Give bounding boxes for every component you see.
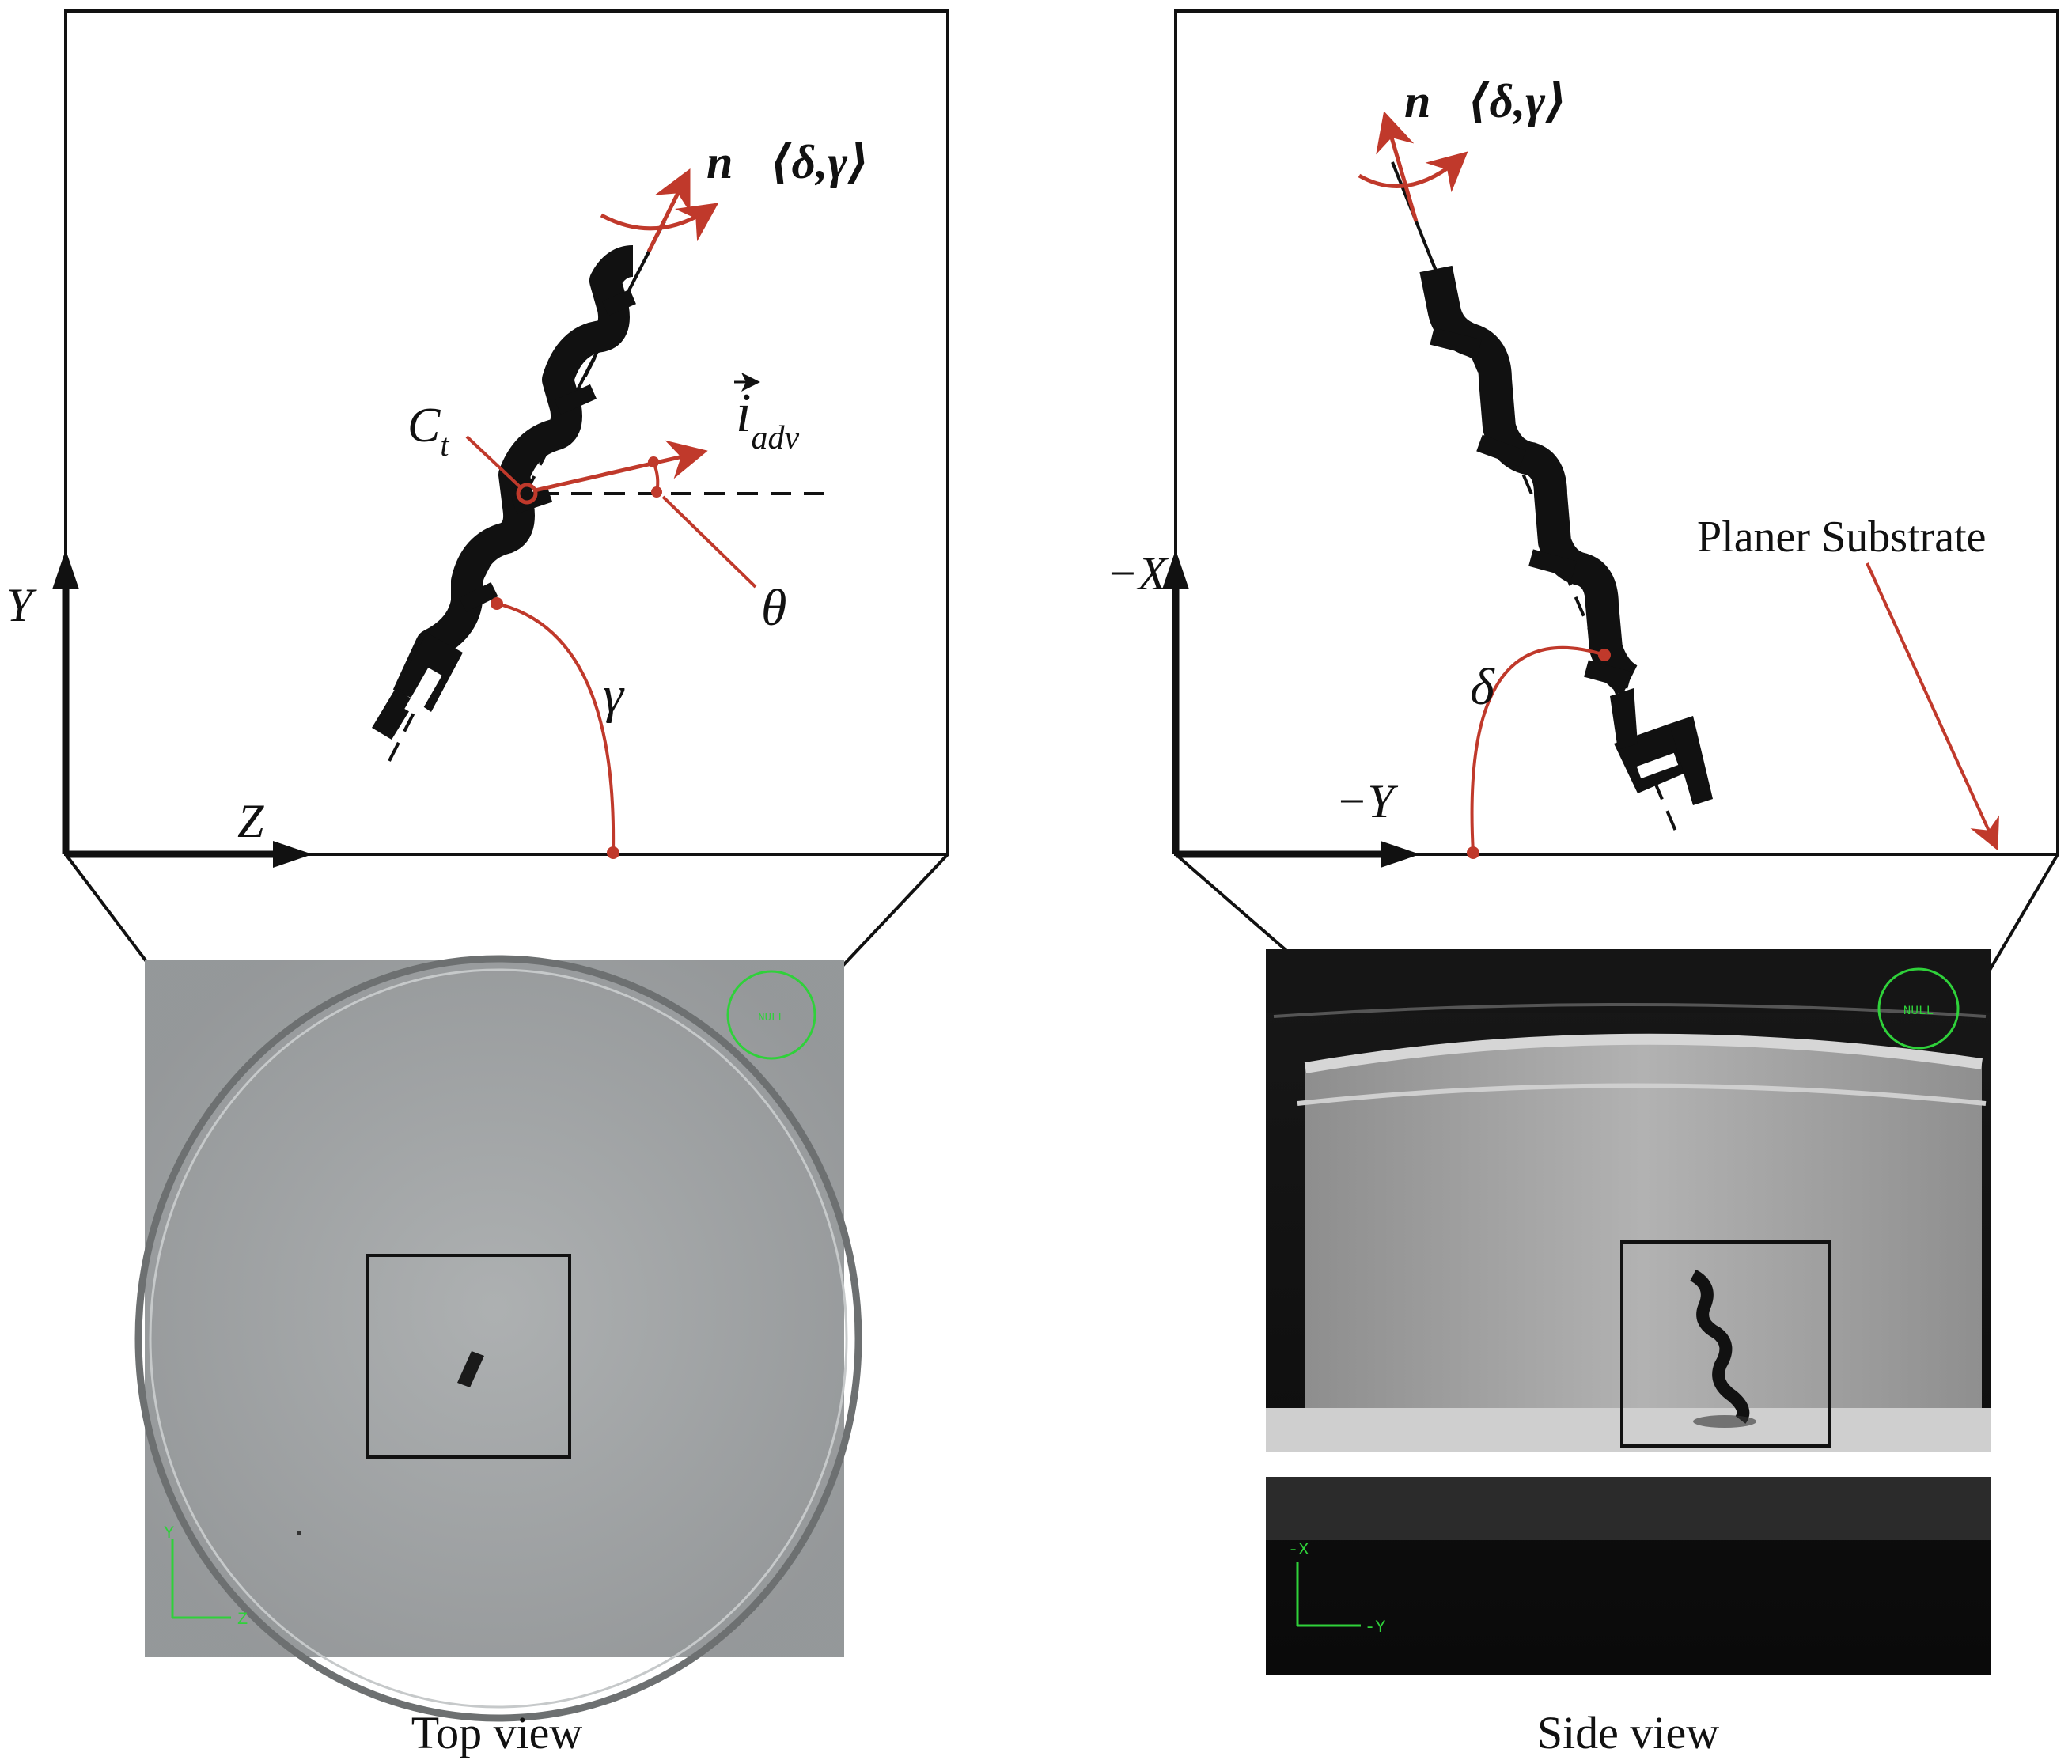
theta-point: [651, 486, 662, 498]
side-view-photo: NULL -X -Y: [1266, 949, 1991, 1675]
y-axis-label: Y: [6, 579, 37, 631]
photo-top-axis-y: Y: [164, 1524, 174, 1543]
photo-top-axis-z: Z: [237, 1610, 248, 1630]
rotation-arrow: [600, 203, 719, 242]
delta-end-point: [1467, 846, 1479, 859]
neg-x-axis-label: −X: [1106, 547, 1169, 600]
normal-vector-arrow: [646, 168, 691, 253]
neg-y-axis-arrowhead: [1381, 841, 1420, 868]
top-view-panel: Y Z n⃗⟨δ,γ⟩ Ct iadv: [6, 9, 949, 1257]
advance-vector-label: iadv: [736, 383, 799, 456]
advance-vector-arrow: [534, 440, 708, 493]
top-view-frame: [64, 9, 949, 856]
z-axis-arrowhead: [273, 841, 313, 868]
neg-x-axis-arrowhead: [1162, 550, 1189, 589]
neg-y-axis-label: −Y: [1335, 775, 1398, 827]
substrate-label: Planer Substrate: [1697, 513, 1986, 562]
delta-label: δ: [1470, 658, 1495, 716]
substrate-arrow: [1866, 562, 1999, 851]
top-view-zoom-box: [366, 1254, 571, 1459]
theta-leader: [661, 495, 757, 589]
null-badge-top-text: NULL: [758, 1012, 785, 1024]
normal-vector-label: n⃗⟨δ,γ⟩: [706, 136, 869, 188]
side-view-frame: [1174, 9, 2059, 856]
gamma-end-point: [607, 846, 619, 859]
side-view-caption: Side view: [1537, 1707, 1719, 1758]
side-rotation-arrow: [1358, 151, 1468, 193]
theta-label: θ: [761, 579, 786, 637]
top-view-photo: NULL Y Z: [134, 955, 862, 1722]
petri-dish-rim: [134, 955, 862, 1722]
null-badge-top: [726, 970, 816, 1060]
center-label: Ct: [407, 399, 449, 463]
photo-side-axis-x: -X: [1288, 1540, 1309, 1560]
helix-robot-side: [1419, 265, 1713, 805]
z-axis-label: Z: [237, 795, 264, 847]
side-view-panel: −X −Y n⃗⟨δ,γ⟩ δ Planer Substrate: [1106, 9, 2059, 1244]
delta-arc: [1470, 645, 1605, 854]
gamma-arc: [496, 602, 616, 854]
null-badge-side-text: NULL: [1903, 1004, 1934, 1018]
null-badge-side: [1877, 967, 1960, 1050]
helix-robot-top: [372, 245, 636, 740]
side-normal-vector-label: n⃗⟨δ,γ⟩: [1404, 75, 1567, 127]
top-view-caption: Top view: [411, 1707, 583, 1758]
center-leader: [465, 435, 524, 490]
photo-side-axis-y: -Y: [1365, 1618, 1385, 1637]
side-view-zoom-box: [1620, 1240, 1831, 1448]
y-axis-arrowhead: [52, 550, 79, 589]
side-normal-vector-arrow: [1376, 111, 1419, 222]
gamma-label: γ: [603, 666, 625, 724]
center-point: [516, 483, 538, 505]
